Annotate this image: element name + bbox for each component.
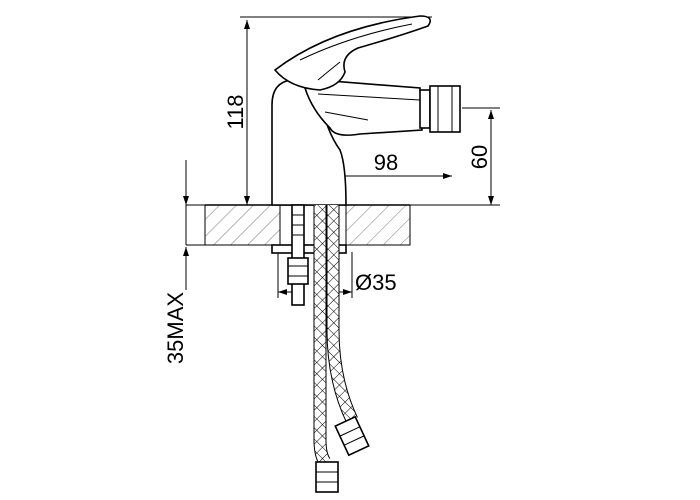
dimension-35max-label: 35MAX xyxy=(163,292,188,364)
dimension-118: 118 xyxy=(223,20,250,205)
dimension-60-label: 60 xyxy=(467,145,492,169)
dimension-118-label: 118 xyxy=(223,94,248,129)
dimension-60: 60 xyxy=(467,110,494,205)
dimension-35max: 35MAX xyxy=(163,160,189,364)
dimension-98-label: 98 xyxy=(374,150,398,175)
faucet-body xyxy=(271,15,461,206)
hose-fittings xyxy=(315,415,370,493)
threaded-rod xyxy=(287,204,309,306)
mounting-plate xyxy=(271,244,347,254)
dimension-diameter-35-label: Ø35 xyxy=(355,270,397,295)
flexible-hoses xyxy=(313,205,358,466)
countertop-section xyxy=(204,204,411,246)
dimension-diameter-35: Ø35 xyxy=(277,252,397,298)
